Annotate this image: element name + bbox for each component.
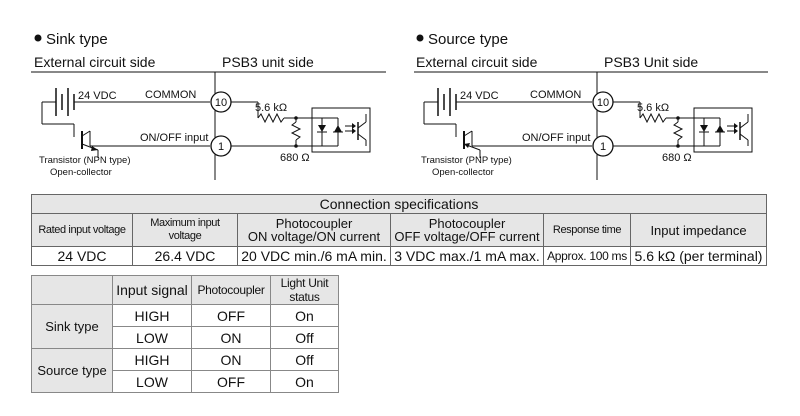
source-external-label: External circuit side <box>416 54 538 70</box>
source-pin10-label: 10 <box>597 97 609 109</box>
source-common-label: COMMON <box>530 89 581 101</box>
table-row: LOW ON Off <box>32 326 339 349</box>
sink-battery-icon <box>41 88 75 124</box>
status-cell: ON <box>191 348 271 371</box>
source-bullet-icon <box>416 34 424 42</box>
sink-collector-label: Open-collector <box>50 167 112 178</box>
spec-header-response: Response time <box>543 213 631 247</box>
source-internal-circuit <box>613 101 753 153</box>
status-cell: On <box>270 304 339 327</box>
sink-common-label: COMMON <box>145 89 196 101</box>
connection-spec-table: Connection specifications Rated input vo… <box>31 194 767 266</box>
source-unit-label: PSB3 Unit side <box>604 54 698 70</box>
spec-value-impedance: 5.6 kΩ (per terminal) <box>630 246 767 266</box>
status-cell: LOW <box>112 326 192 349</box>
source-resistor1-label: 5.6 kΩ <box>637 102 669 114</box>
status-group-sink: Sink type <box>31 304 113 349</box>
sink-internal-circuit <box>231 101 371 153</box>
status-cell: Off <box>270 348 339 371</box>
spec-value-rated: 24 VDC <box>31 246 133 266</box>
status-corner-cell <box>31 275 113 305</box>
source-title: Source type <box>428 31 508 48</box>
spec-value-off: 3 VDC max./1 mA max. <box>390 246 544 266</box>
source-onoff-label: ON/OFF input <box>522 132 590 144</box>
source-diagram: Source type External circuit side PSB3 U… <box>414 31 768 180</box>
source-pin1-label: 1 <box>600 141 606 153</box>
sink-transistor-label: Transistor (NPN type) <box>39 155 131 166</box>
spec-value-max: 26.4 VDC <box>132 246 238 266</box>
spec-table-caption: Connection specifications <box>31 194 767 214</box>
sink-unit-label: PSB3 unit side <box>222 54 314 70</box>
sink-pin1-label: 1 <box>218 141 224 153</box>
table-row: Source type HIGH ON Off <box>31 348 339 393</box>
spec-header-rated: Rated input voltage <box>31 213 133 247</box>
source-transistor-label: Transistor (PNP type) <box>421 155 512 166</box>
status-cell: HIGH <box>112 348 192 371</box>
sink-onoff-label: ON/OFF input <box>140 132 208 144</box>
source-resistor2-label: 680 Ω <box>662 152 692 164</box>
sink-external-label: External circuit side <box>34 54 156 70</box>
sink-diagram: Sink type External circuit side PSB3 uni… <box>31 31 386 180</box>
source-transistor-icon <box>424 123 481 158</box>
table-row: LOW OFF On <box>32 370 339 393</box>
sink-pin10-label: 10 <box>215 97 227 109</box>
status-cell: LOW <box>112 370 192 393</box>
status-cell: Off <box>270 326 339 349</box>
spec-value-on: 20 VDC min./6 mA min. <box>237 246 391 266</box>
status-cell: OFF <box>191 370 271 393</box>
spec-header-impedance: Input impedance <box>630 213 767 247</box>
spec-value-response: Approx. 100 ms <box>543 246 631 266</box>
sink-bullet-icon <box>34 34 42 42</box>
spec-header-max: Maximum input voltage <box>132 213 238 247</box>
source-collector-label: Open-collector <box>432 167 494 178</box>
status-header-light: Light Unit status <box>270 275 339 305</box>
sink-resistor2-label: 680 Ω <box>280 152 310 164</box>
table-row: Sink type HIGH OFF On <box>31 304 339 349</box>
sink-resistor1-label: 5.6 kΩ <box>255 102 287 114</box>
status-cell: OFF <box>191 304 271 327</box>
source-battery-icon <box>423 88 457 124</box>
circuit-diagrams: Sink type External circuit side PSB3 uni… <box>31 31 768 180</box>
sink-transistor-icon <box>42 123 99 158</box>
source-supply-label: 24 VDC <box>460 90 499 102</box>
status-cell: HIGH <box>112 304 192 327</box>
status-header-photocoupler: Photocoupler <box>191 275 271 305</box>
status-cell: ON <box>191 326 271 349</box>
status-table: Input signal Photocoupler Light Unit sta… <box>31 275 339 393</box>
sink-title: Sink type <box>46 31 108 48</box>
status-cell: On <box>270 370 339 393</box>
status-header-input: Input signal <box>112 275 192 305</box>
sink-supply-label: 24 VDC <box>78 90 117 102</box>
status-group-source: Source type <box>31 348 113 393</box>
